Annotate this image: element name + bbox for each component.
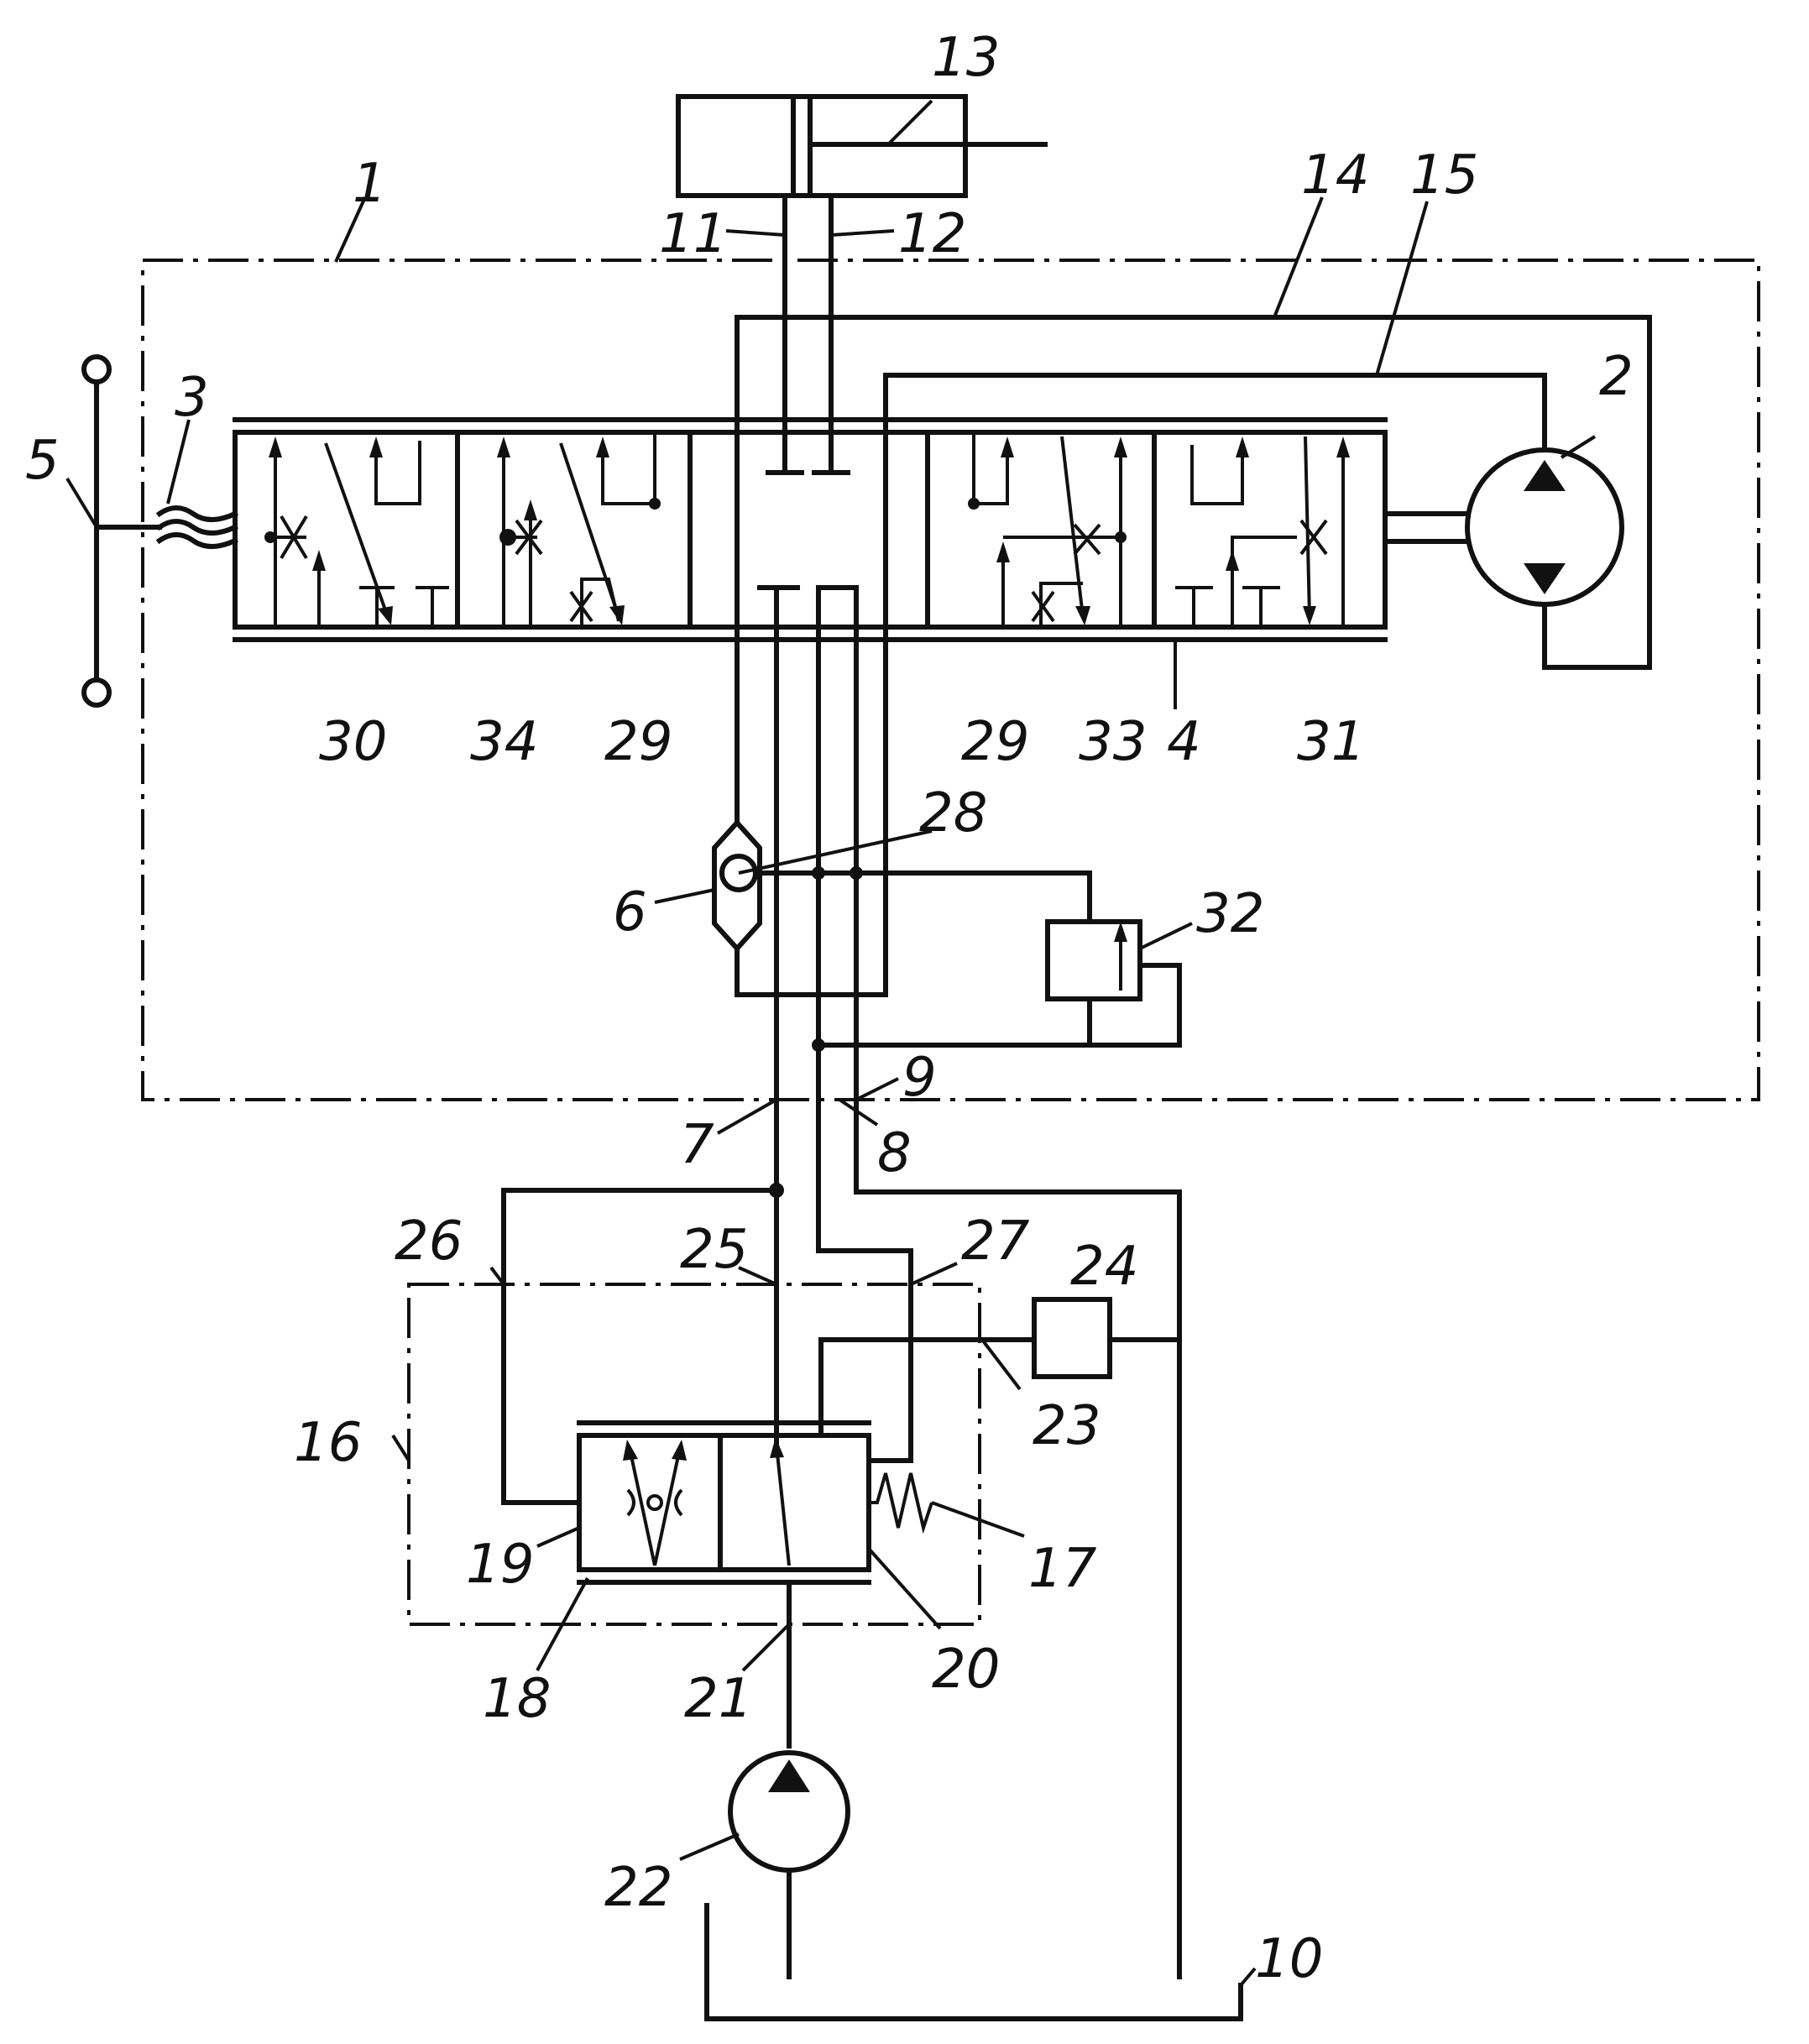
label-10: 10 (1255, 1928, 1323, 1990)
label-4: 4 (1167, 711, 1201, 773)
label-32: 32 (1196, 883, 1264, 945)
label-33: 33 (1079, 711, 1147, 773)
cylinder-13 (678, 97, 1045, 196)
valve-4-section-34 (497, 432, 661, 627)
label-7: 7 (680, 1114, 714, 1176)
label-22: 22 (604, 1857, 672, 1919)
valve-4-section-33 (968, 432, 1127, 627)
manual-lever-5 (84, 357, 159, 705)
label-5: 5 (25, 430, 60, 492)
valve-4-body (235, 420, 1385, 640)
label-28: 28 (919, 782, 987, 844)
label-15: 15 (1410, 144, 1478, 206)
label-1: 1 (353, 153, 387, 215)
label-34: 34 (470, 711, 538, 773)
label-20: 20 (932, 1639, 1000, 1701)
label-13: 13 (932, 27, 1000, 89)
valve-4-section-30 (264, 437, 449, 627)
label-30: 30 (319, 711, 387, 773)
label-29-left: 29 (604, 711, 672, 773)
relief-valve-32 (812, 873, 1179, 1052)
label-8: 8 (877, 1122, 912, 1184)
label-2: 2 (1599, 346, 1634, 408)
mechanical-link-3 (159, 508, 235, 546)
label-11: 11 (659, 203, 727, 265)
label-27: 27 (961, 1210, 1030, 1273)
valve-4-section-31 (1175, 437, 1350, 627)
label-18: 18 (483, 1668, 551, 1730)
label-29-right: 29 (961, 711, 1029, 773)
label-26: 26 (395, 1210, 463, 1273)
label-14: 14 (1301, 144, 1369, 206)
label-17: 17 (1028, 1538, 1097, 1600)
shuttle-valve-6 (714, 823, 760, 949)
label-23: 23 (1033, 1395, 1101, 1457)
housing-1-boundary (143, 260, 1759, 1100)
pump-22 (730, 1753, 848, 1977)
label-6: 6 (613, 881, 647, 944)
valve-4-center-ports (760, 432, 856, 588)
label-9: 9 (902, 1047, 937, 1109)
label-19: 19 (466, 1534, 534, 1596)
label-24: 24 (1070, 1236, 1138, 1298)
label-16: 16 (294, 1412, 362, 1474)
label-3: 3 (175, 367, 209, 429)
motor-2 (1385, 450, 1622, 604)
label-21: 21 (684, 1668, 752, 1730)
label-31: 31 (1297, 711, 1365, 773)
label-25: 25 (680, 1219, 748, 1281)
label-12: 12 (898, 203, 966, 265)
